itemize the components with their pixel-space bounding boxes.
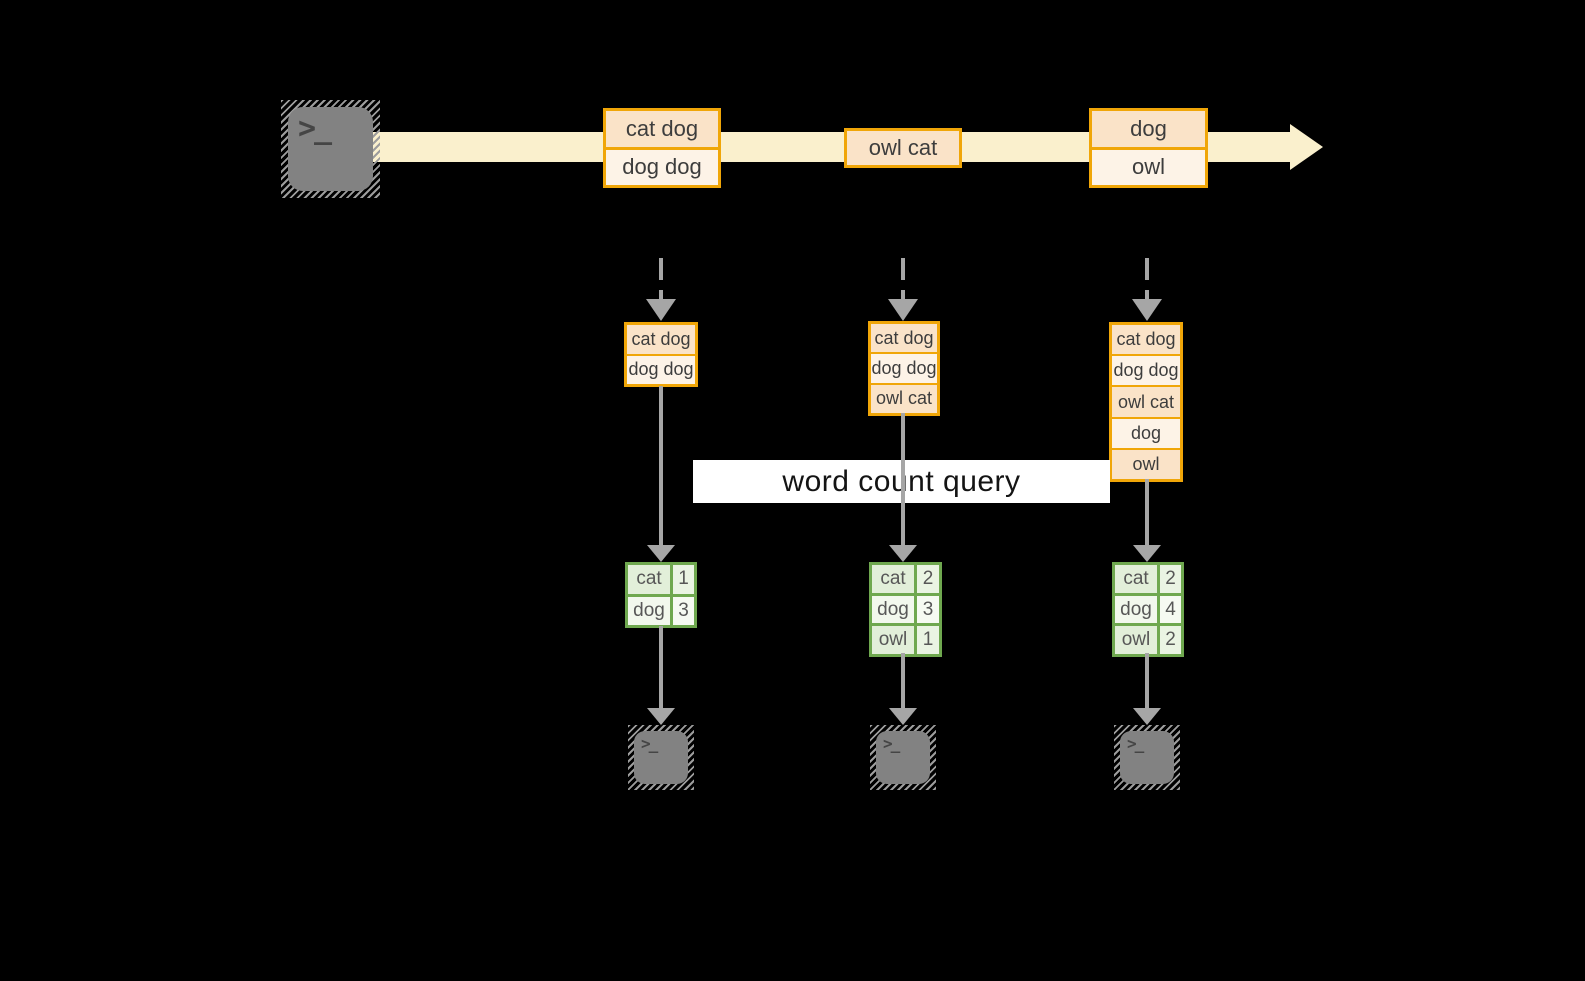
count-row: dog 4 <box>1115 595 1181 624</box>
ingest-arrowhead-icon <box>646 299 676 321</box>
count-cell: 2 <box>1160 565 1181 593</box>
buffer-row: dog dog <box>871 354 937 383</box>
result-table-2: cat 2 dog 3 owl 1 <box>869 562 942 657</box>
terminal-screen: >_ <box>876 731 930 784</box>
count-cell: 4 <box>1160 595 1181 624</box>
count-row: cat 2 <box>872 565 939 593</box>
stream-record-batch-1: cat dog dog dog <box>603 108 721 188</box>
stream-record-batch-3: dog owl <box>1089 108 1208 188</box>
terminal-prompt-glyph: >_ <box>641 734 658 753</box>
output-terminal-icon: >_ <box>1114 725 1180 790</box>
ingest-arrowhead-icon <box>1132 299 1162 321</box>
query-arrow <box>901 413 905 546</box>
word-cell: dog <box>1115 595 1157 624</box>
word-cell: cat <box>872 565 914 593</box>
output-arrowhead-icon <box>1133 708 1161 725</box>
buffer-stack-1: cat dog dog dog <box>624 322 698 387</box>
buffer-stack-2: cat dog dog dog owl cat <box>868 321 940 416</box>
buffer-row: cat dog <box>627 325 695 354</box>
query-arrowhead-icon <box>1133 545 1161 562</box>
terminal-screen: >_ <box>288 107 373 191</box>
query-arrow <box>1145 479 1149 546</box>
terminal-prompt-glyph: >_ <box>1127 734 1144 753</box>
ingest-arrowhead-icon <box>888 299 918 321</box>
buffer-row: cat dog <box>1112 325 1180 355</box>
count-cell: 1 <box>673 565 694 594</box>
ingest-arrow-dash <box>659 258 663 300</box>
output-arrowhead-icon <box>889 708 917 725</box>
output-arrow <box>1145 653 1149 710</box>
ingest-arrow-dash <box>901 258 905 300</box>
count-cell: 2 <box>1160 626 1181 655</box>
terminal-screen: >_ <box>1120 731 1174 784</box>
record-row: owl cat <box>847 131 959 165</box>
stream-record-batch-2: owl cat <box>844 128 962 168</box>
word-cell: cat <box>628 565 670 594</box>
output-arrow <box>901 653 905 710</box>
word-cell: owl <box>872 626 914 655</box>
terminal-prompt-glyph: >_ <box>883 734 900 753</box>
count-row: cat 1 <box>628 565 694 594</box>
terminal-screen: >_ <box>634 731 688 784</box>
count-cell: 1 <box>917 626 939 655</box>
record-row: dog <box>1092 111 1205 147</box>
buffer-row: dog dog <box>1112 356 1180 386</box>
count-row: dog 3 <box>628 596 694 625</box>
record-row: cat dog <box>606 111 718 147</box>
buffer-row: dog <box>1112 418 1180 448</box>
count-cell: 3 <box>673 596 694 625</box>
output-arrow <box>659 626 663 710</box>
buffer-row: cat dog <box>871 324 937 353</box>
count-cell: 3 <box>917 595 939 624</box>
query-arrowhead-icon <box>889 545 917 562</box>
word-cell: dog <box>872 595 914 624</box>
buffer-row: owl cat <box>1112 387 1180 417</box>
word-cell: owl <box>1115 626 1157 655</box>
word-cell: cat <box>1115 565 1157 593</box>
result-table-1: cat 1 dog 3 <box>625 562 697 628</box>
query-arrowhead-icon <box>647 545 675 562</box>
count-row: owl 2 <box>1115 626 1181 655</box>
buffer-row: dog dog <box>627 355 695 384</box>
buffer-stack-3: cat dog dog dog owl cat dog owl <box>1109 322 1183 482</box>
count-row: owl 1 <box>872 626 939 655</box>
count-cell: 2 <box>917 565 939 593</box>
count-row: dog 3 <box>872 595 939 624</box>
output-terminal-icon: >_ <box>628 725 694 790</box>
source-terminal-icon: >_ <box>281 100 380 198</box>
query-arrow <box>659 386 663 546</box>
result-table-3: cat 2 dog 4 owl 2 <box>1112 562 1184 657</box>
record-row: owl <box>1092 149 1205 185</box>
word-cell: dog <box>628 596 670 625</box>
ingest-arrow-dash <box>1145 258 1149 300</box>
buffer-row: owl cat <box>871 384 937 413</box>
output-arrowhead-icon <box>647 708 675 725</box>
buffer-row: owl <box>1112 449 1180 480</box>
terminal-prompt-glyph: >_ <box>298 111 332 146</box>
output-terminal-icon: >_ <box>870 725 936 790</box>
record-row: dog dog <box>606 149 718 185</box>
stream-arrowhead-icon <box>1290 124 1323 170</box>
count-row: cat 2 <box>1115 565 1181 593</box>
